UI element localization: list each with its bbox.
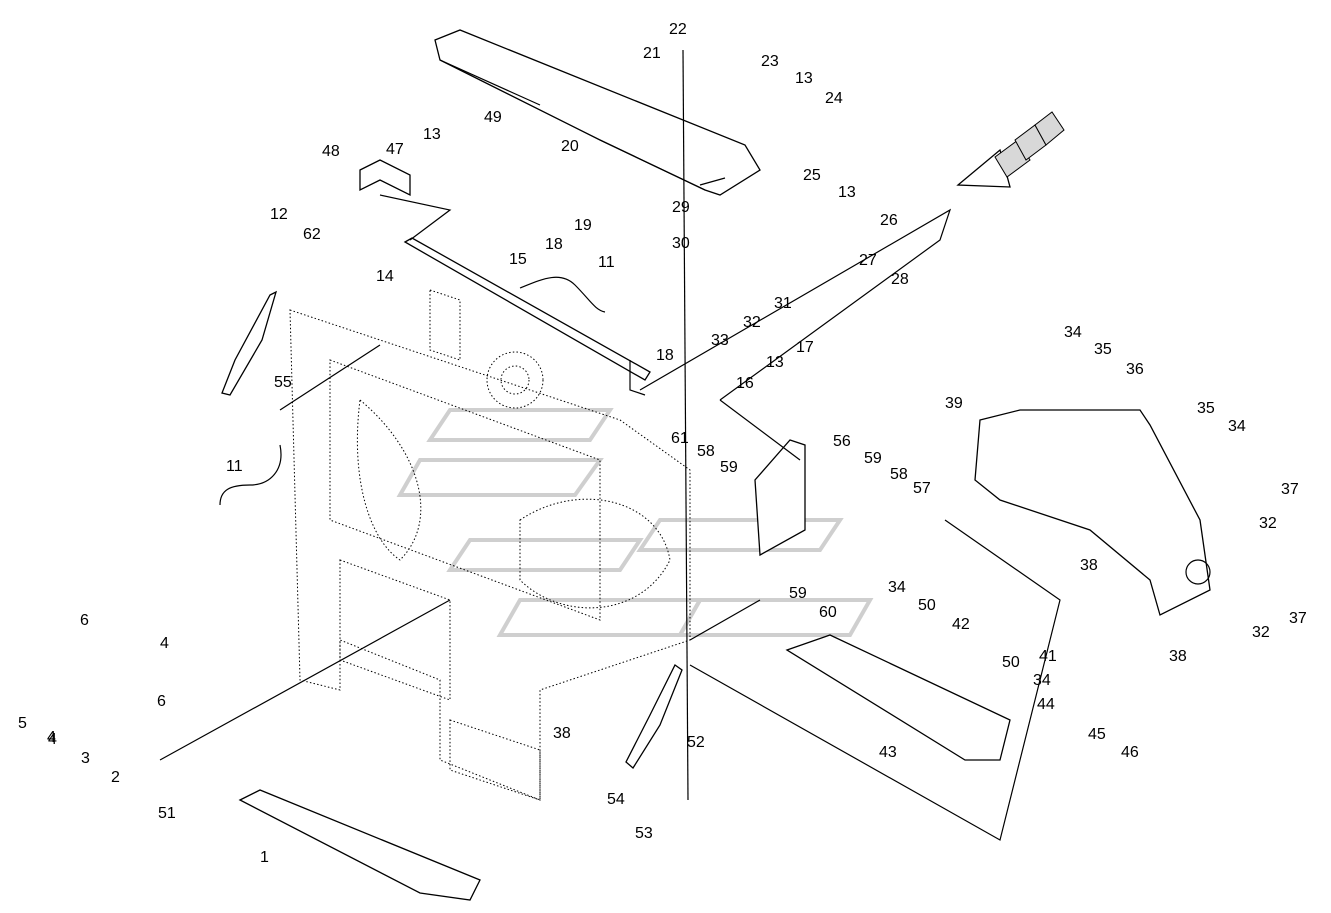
callout-label: 38 [1080,557,1098,574]
callout-label: 55 [274,374,292,391]
callout-label: 36 [1126,361,1144,378]
callout-label: 59 [720,459,738,476]
callout-label: 61 [671,430,689,447]
callout-label: 38 [1169,648,1187,665]
callout-label: 19 [574,217,592,234]
callout-label: 12 [270,206,288,223]
callout-label: 54 [607,791,625,808]
callout-label: 58 [890,466,908,483]
callout-labels: 1 2 3 4 4 4 5 6 6 11 11 12 13 13 13 13 1… [18,21,1307,866]
cover-1 [238,789,481,901]
callout-label: 53 [635,825,653,842]
callout-label: 39 [945,395,963,412]
callout-label: 13 [795,70,813,87]
callout-label: 46 [1121,744,1139,761]
callout-label: 5 [18,715,27,732]
callout-label: 57 [913,480,931,497]
callout-label: 45 [1088,726,1106,743]
callout-label: 43 [879,744,897,761]
callout-label: 34 [1228,418,1246,435]
callout-label: 37 [1281,481,1299,498]
direction-arrow-icon [956,111,1065,188]
callout-label: 26 [880,212,898,229]
callout-label: 13 [423,126,441,143]
callout-label: 49 [484,109,502,126]
bar-part [403,237,651,396]
callout-label: 38 [553,725,571,742]
callout-label: 34 [1033,672,1051,689]
callout-label: 16 [736,375,754,392]
cable-lower [219,444,282,506]
side-cover-39 [974,409,1211,616]
callout-label: 50 [918,597,936,614]
callout-label: 58 [697,443,715,460]
callout-label: 35 [1197,400,1215,417]
callout-label: 2 [111,769,120,786]
callout-label: 21 [643,45,661,62]
callout-label: 42 [952,616,970,633]
callout-label: 34 [1064,324,1082,341]
callout-label: 44 [1037,696,1055,713]
callout-label: 22 [669,21,687,38]
callout-label: 35 [1094,341,1112,358]
plate-56 [754,439,806,557]
callout-label: 52 [687,734,705,751]
callout-label: 17 [796,339,814,356]
callout-label: 20 [561,138,579,155]
callout-label: 37 [1289,610,1307,627]
leader-lines [159,49,1061,841]
callout-label: 4 [47,729,56,746]
callout-label: 33 [711,332,729,349]
callout-label: 4 [160,635,169,652]
callout-label: 13 [838,184,856,201]
callout-label: 1 [260,849,269,866]
callout-label: 28 [891,271,909,288]
callout-label: 56 [833,433,851,450]
top-cover [434,29,761,196]
callout-label: 15 [509,251,527,268]
callout-label: 6 [157,693,166,710]
cable-upper [519,276,606,313]
callout-label: 25 [803,167,821,184]
callout-label: 18 [656,347,674,364]
bracket-55 [221,290,278,396]
callout-label: 48 [322,143,340,160]
bracket-52 [625,664,683,769]
callout-label: 50 [1002,654,1020,671]
callout-label: 6 [80,612,89,629]
callout-label: 29 [672,199,690,216]
callout-label: 18 [545,236,563,253]
callout-label: 32 [1259,515,1277,532]
callout-label: 14 [376,268,394,285]
cover-43 [785,634,1011,761]
callout-label: 27 [859,252,877,269]
callout-label: 34 [888,579,906,596]
bracket-48 [359,159,411,197]
callout-label: 32 [1252,624,1270,641]
callout-label: 32 [743,314,761,331]
callout-label: 41 [1039,648,1057,665]
callout-label: 24 [825,90,843,107]
callout-label: 23 [761,53,779,70]
callout-label: 51 [158,805,176,822]
callout-label: 11 [226,458,243,475]
callout-label: 30 [672,235,690,252]
callout-label: 13 [766,354,784,371]
callout-label: 11 [598,254,615,271]
callout-label: 4 [48,731,57,748]
callout-label: 60 [819,604,837,621]
callout-label: 31 [774,295,792,312]
callout-label: 62 [303,226,321,243]
main-frame [289,289,691,801]
callout-label: 59 [864,450,882,467]
callout-label: 47 [386,141,404,158]
callout-label: 59 [789,585,807,602]
callout-label: 3 [81,750,90,767]
